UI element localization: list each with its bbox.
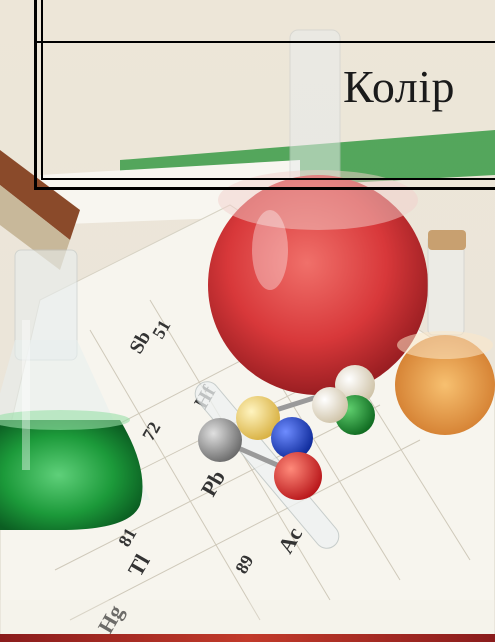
green-flask: [0, 249, 150, 530]
amber-flask: [395, 230, 495, 435]
title-inner-frame: [41, 0, 495, 180]
red-flask: [208, 29, 428, 395]
slide-title: Колір: [342, 61, 455, 112]
bottom-accent-bar: [0, 634, 495, 642]
molecule-model: [198, 365, 375, 500]
